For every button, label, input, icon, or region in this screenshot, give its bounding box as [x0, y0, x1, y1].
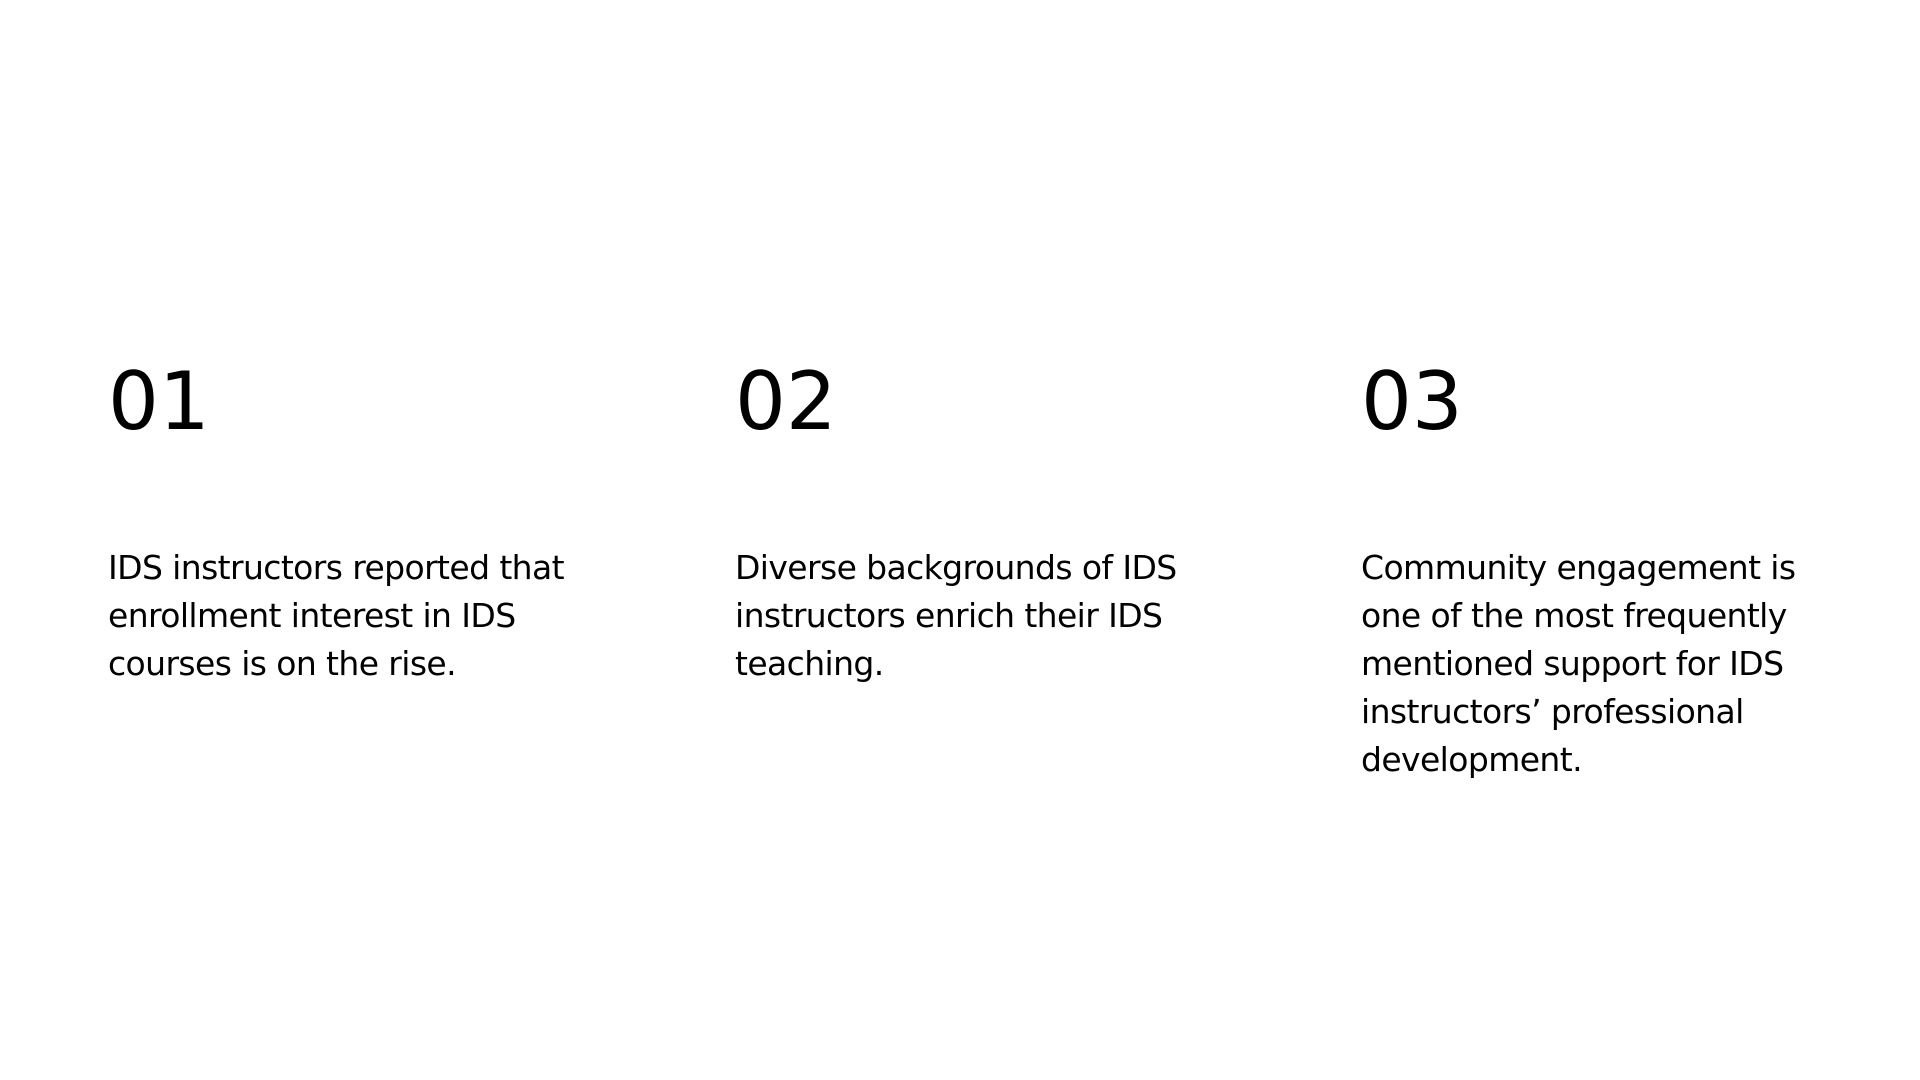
- key-point-1: 01 IDS instructors reported that enrollm…: [108, 352, 568, 683]
- point-text: Diverse backgrounds of IDS instructors e…: [735, 548, 1177, 683]
- point-number: 03: [1361, 355, 1463, 448]
- point-text: IDS instructors reported that enrollment…: [108, 548, 565, 683]
- key-point-3: 03 Community engagement is one of the mo…: [1361, 352, 1821, 779]
- point-number: 02: [735, 355, 837, 448]
- key-point-2: 02 Diverse backgrounds of IDS instructor…: [735, 352, 1195, 683]
- point-number: 01: [108, 355, 210, 448]
- point-text: Community engagement is one of the most …: [1361, 548, 1796, 779]
